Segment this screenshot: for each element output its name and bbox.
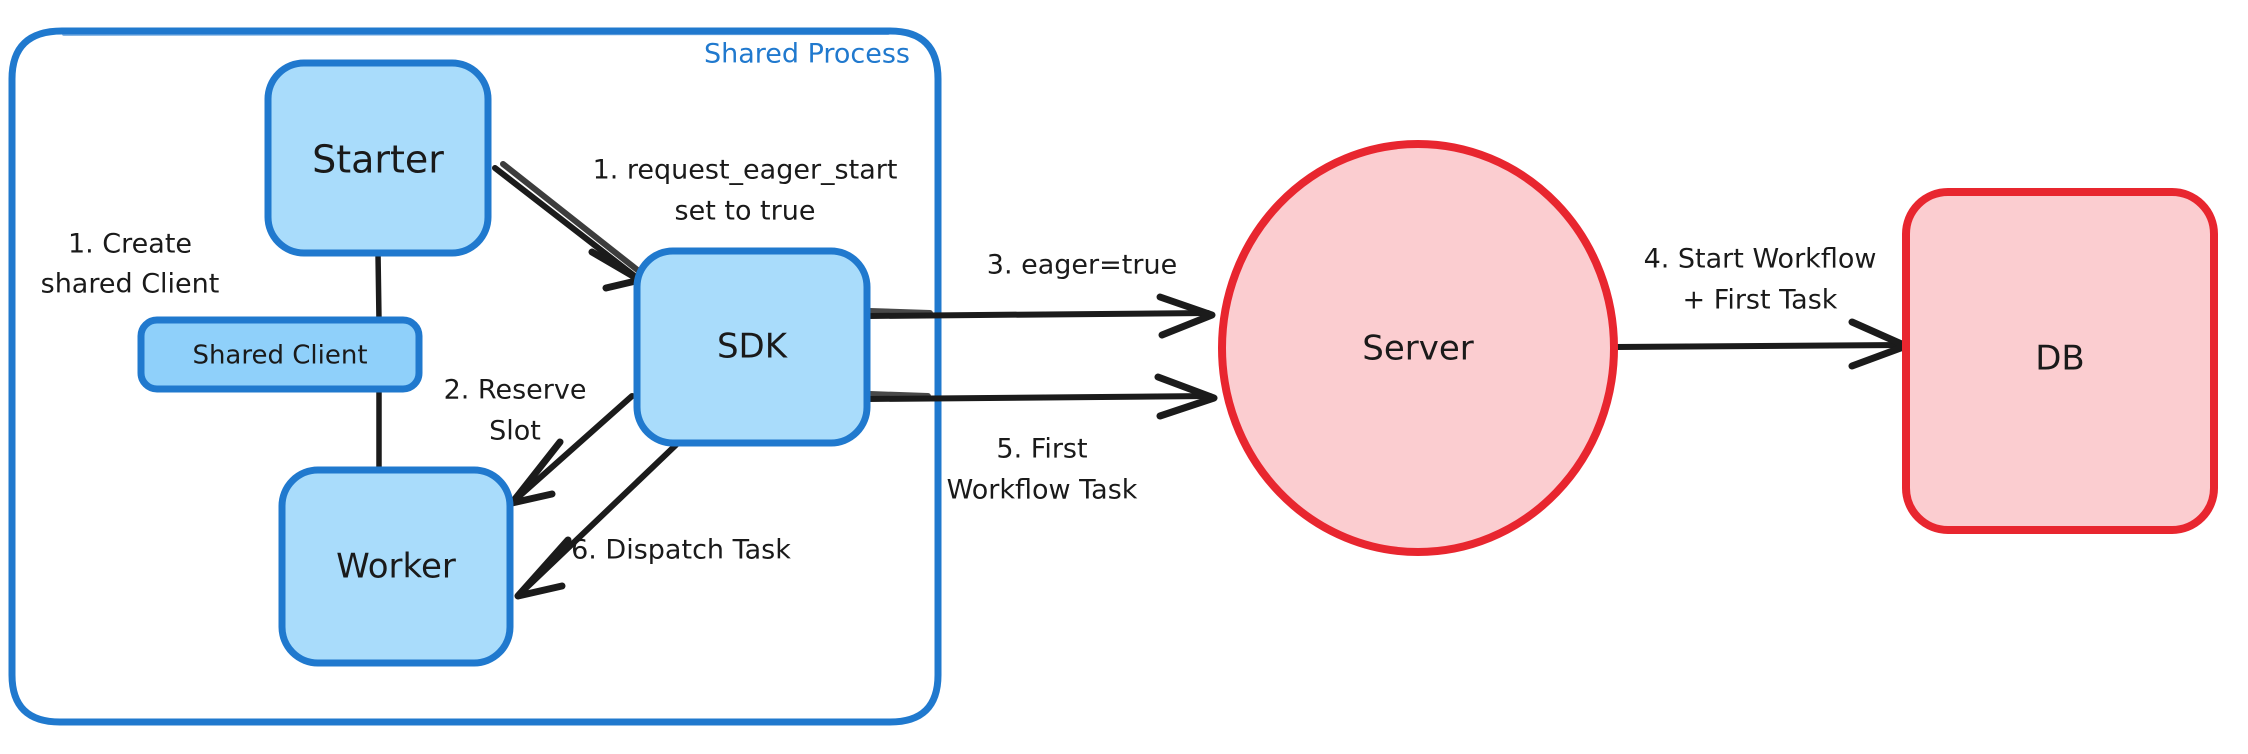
edge-label-request-eager-start-line1: 1. request_eager_start (593, 155, 898, 186)
node-starter-label: Starter (312, 138, 444, 182)
edge-starter-sdk-line-sketch (500, 161, 643, 275)
node-sdk[interactable]: SDK (633, 247, 871, 447)
node-server-shape (1218, 140, 1618, 556)
edge-label-reserve-slot-line2: Slot (489, 416, 541, 447)
edge-label-start-workflow-line1: 4. Start Workflow (1644, 244, 1877, 275)
node-sdk-shape (633, 247, 871, 447)
node-db-label: DB (2035, 339, 2085, 379)
node-shared-client-label: Shared Client (192, 341, 367, 371)
edge-server-db-line (1613, 342, 1905, 350)
node-worker-shape (278, 466, 514, 667)
edge-sdk-server-first-task-arrowhead (1154, 373, 1218, 420)
edge-label-dispatch-task: 6. Dispatch Task (571, 535, 791, 566)
node-worker-label: Worker (336, 547, 456, 587)
node-server[interactable]: Server (1218, 140, 1618, 556)
edge-label-create-shared-client-line1: 1. Create (68, 229, 192, 260)
edge-sdk-server-eager (865, 293, 1216, 339)
edge-sdk-worker-dispatch-arrowhead (514, 536, 572, 600)
shared-process-group[interactable]: Shared Process (8, 27, 942, 726)
edge-label-create-shared-client: 1. Create shared Client (41, 229, 220, 300)
edge-sdk-server-first-task-line-sketch (867, 391, 931, 399)
edge-label-dispatch-task-line1: 6. Dispatch Task (571, 535, 791, 566)
edge-label-request-eager-start-line2: set to true (675, 196, 816, 227)
edge-label-eager-true: 3. eager=true (987, 250, 1177, 281)
edge-label-reserve-slot: 2. Reserve Slot (444, 375, 587, 447)
node-starter[interactable]: Starter (264, 59, 492, 257)
node-shared-client[interactable]: Shared Client (137, 316, 423, 393)
edge-label-create-shared-client-line2: shared Client (41, 269, 220, 300)
edge-sdk-worker-dispatch-task (514, 440, 681, 600)
node-shared-client-shape (137, 316, 423, 393)
edge-sdk-server-eager-arrowhead (1156, 293, 1216, 339)
edge-label-first-workflow-task: 5. First Workflow Task (947, 434, 1138, 506)
edge-starter-sdk-line (492, 165, 640, 281)
edge-label-request-eager-start: 1. request_eager_start set to true (593, 155, 898, 227)
shared-process-label: Shared Process (704, 39, 910, 70)
node-starter-shape (264, 59, 492, 257)
node-worker[interactable]: Worker (278, 466, 514, 667)
edge-server-db (1613, 318, 1910, 370)
shared-process-border-sketch (62, 31, 890, 36)
edge-label-first-workflow-task-line1: 5. First (996, 434, 1087, 465)
edge-starter-shared-client (375, 250, 382, 323)
shared-process-border (8, 27, 942, 726)
edge-sdk-worker-reserve-slot (508, 393, 635, 507)
edge-sdk-server-eager-line-sketch (867, 308, 933, 316)
node-db-shape (1902, 188, 2218, 534)
edge-label-start-workflow: 4. Start Workflow + First Task (1644, 244, 1877, 316)
edge-label-first-workflow-task-line2: Workflow Task (947, 475, 1138, 506)
edge-sdk-worker-reserve-arrowhead (508, 438, 564, 507)
edge-label-eager-true-line1: 3. eager=true (987, 250, 1177, 281)
edge-sdk-worker-reserve-line (512, 393, 635, 503)
edge-starter-shared-client-line (375, 250, 382, 323)
node-db[interactable]: DB (1902, 188, 2218, 534)
edge-label-reserve-slot-line1: 2. Reserve (444, 375, 587, 406)
node-sdk-label: SDK (717, 327, 789, 367)
edge-label-start-workflow-line2: + First Task (1683, 285, 1838, 316)
edge-sdk-server-first-task (865, 373, 1218, 420)
node-server-label: Server (1362, 329, 1474, 369)
